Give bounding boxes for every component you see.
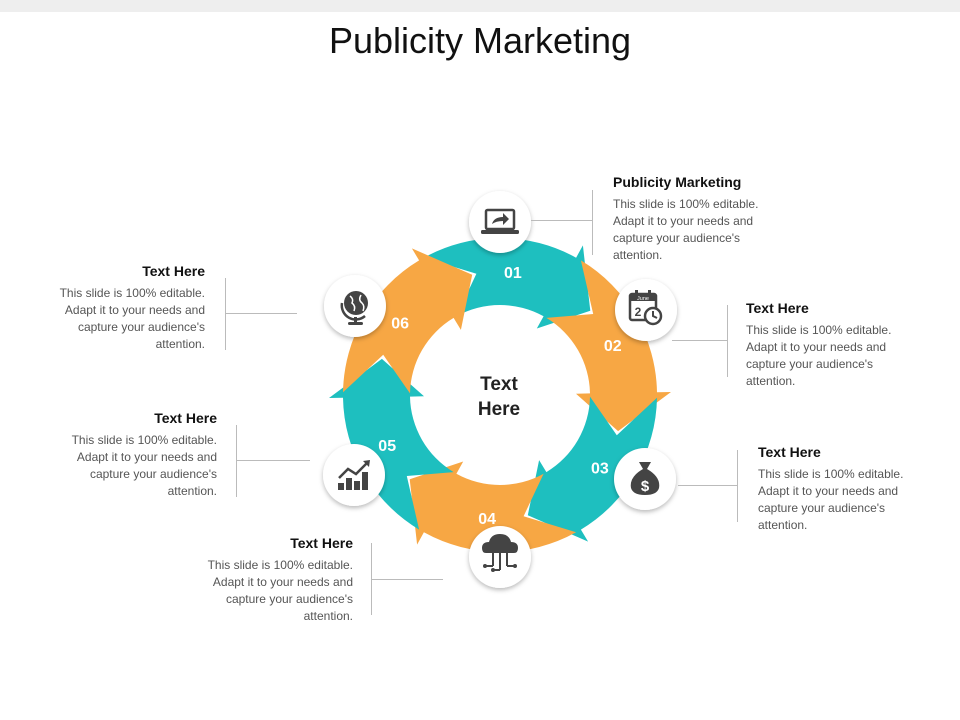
- text-block-05-heading: Text Here: [154, 410, 217, 426]
- money-bag-icon: $: [630, 462, 660, 495]
- text-block-03: Text Here This slide is 100% editable. A…: [758, 444, 918, 534]
- calendar-label: June: [637, 296, 649, 302]
- calendar-clock-icon: June 2: [628, 290, 663, 326]
- text-block-05-body: This slide is 100% editable. Adapt it to…: [71, 433, 217, 498]
- text-block-06-heading: Text Here: [142, 263, 205, 279]
- icon-circle-05: [323, 444, 385, 506]
- icon-circle-06: [324, 275, 386, 337]
- growth-chart-icon: [338, 460, 370, 490]
- text-block-01-body: This slide is 100% editable. Adapt it to…: [613, 197, 759, 262]
- leader-line-01-horizontal: [531, 220, 592, 221]
- segment-number-01: 01: [504, 265, 522, 282]
- leader-line-02-vertical: [727, 305, 728, 377]
- icon-circle-04: [469, 526, 531, 588]
- segment-number-02: 02: [604, 338, 622, 355]
- ring-segment-04: [409, 461, 577, 552]
- center-text-line2: Here: [478, 399, 520, 420]
- text-block-01: Publicity Marketing This slide is 100% e…: [613, 174, 773, 264]
- leader-line-05-vertical: [236, 425, 237, 497]
- leader-line-04-horizontal: [371, 579, 443, 580]
- leader-line-01-vertical: [592, 190, 593, 255]
- icon-circle-02: June 2: [615, 279, 677, 341]
- text-block-03-heading: Text Here: [758, 444, 821, 460]
- svg-text:2: 2: [635, 305, 642, 319]
- leader-line-05-horizontal: [236, 460, 310, 461]
- text-block-05: Text Here This slide is 100% editable. A…: [57, 410, 217, 500]
- cloud-network-icon: [482, 534, 518, 572]
- globe-icon: [340, 291, 368, 325]
- text-block-02-heading: Text Here: [746, 300, 809, 316]
- text-block-06-body: This slide is 100% editable. Adapt it to…: [59, 286, 205, 351]
- segment-number-05: 05: [378, 438, 396, 455]
- svg-text:$: $: [641, 478, 650, 495]
- text-block-01-heading: Publicity Marketing: [613, 174, 742, 190]
- ring-segment-02: [546, 260, 671, 432]
- icon-circle-01: [469, 191, 531, 253]
- segment-number-03: 03: [591, 461, 609, 478]
- laptop-share-icon: [481, 208, 519, 234]
- leader-line-06-horizontal: [225, 313, 297, 314]
- icon-circle-03: $: [614, 448, 676, 510]
- leader-line-03-vertical: [737, 450, 738, 522]
- leader-line-03-horizontal: [678, 485, 737, 486]
- text-block-04-body: This slide is 100% editable. Adapt it to…: [207, 558, 353, 623]
- leader-line-02-horizontal: [672, 340, 727, 341]
- text-block-03-body: This slide is 100% editable. Adapt it to…: [758, 467, 904, 532]
- top-bar: [0, 0, 960, 12]
- ring-segment-03: [527, 396, 657, 542]
- page-title: Publicity Marketing: [328, 20, 632, 61]
- center-text-line1: Text: [480, 374, 518, 395]
- text-block-02: Text Here This slide is 100% editable. A…: [746, 300, 906, 390]
- leader-line-06-vertical: [225, 278, 226, 350]
- text-block-04: Text Here This slide is 100% editable. A…: [193, 535, 353, 625]
- segment-number-04: 04: [478, 511, 496, 528]
- text-block-06: Text Here This slide is 100% editable. A…: [45, 263, 205, 353]
- segment-number-06: 06: [391, 315, 409, 332]
- text-block-04-heading: Text Here: [290, 535, 353, 551]
- text-block-02-body: This slide is 100% editable. Adapt it to…: [746, 323, 892, 388]
- ring-segment-05: [329, 358, 454, 530]
- ring-segment-06: [343, 248, 473, 394]
